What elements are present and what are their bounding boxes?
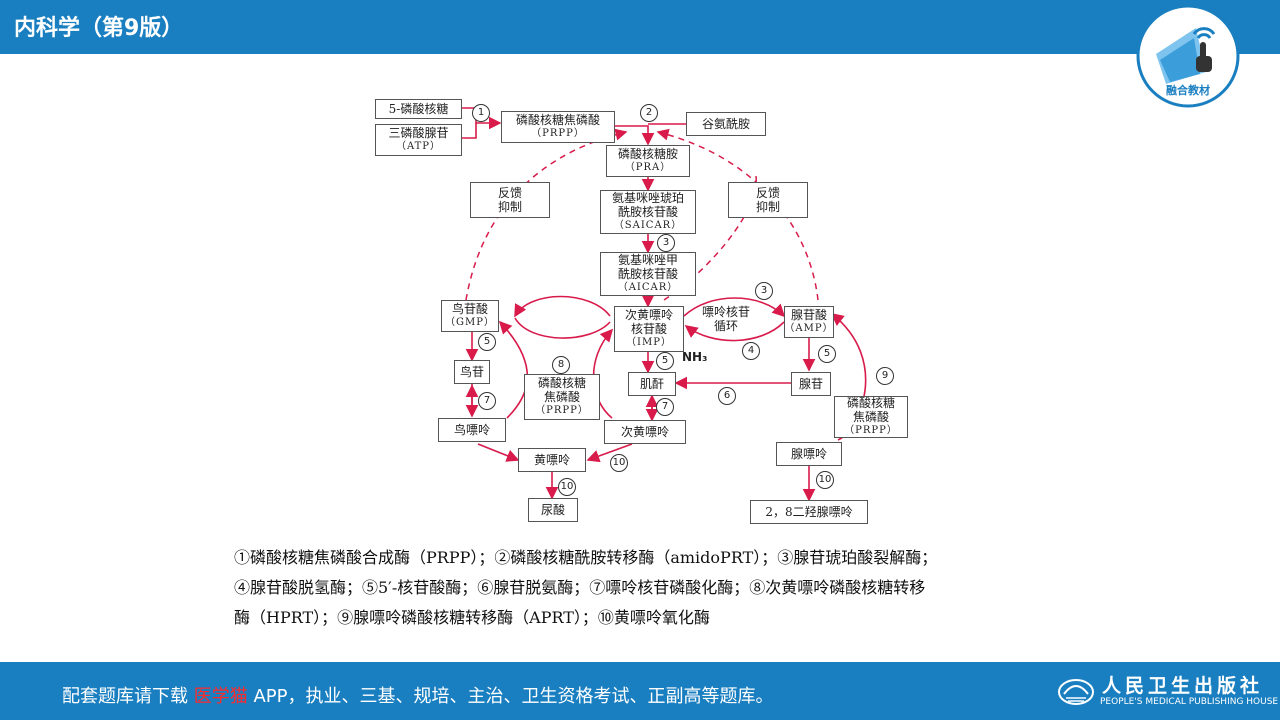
feedback-left-label-1: 反馈 [497, 186, 522, 200]
gmp-abbr: （GMP） [445, 317, 495, 328]
purine-nucleotide-cycle-label: 嘌呤核苷 循环 [702, 305, 750, 333]
enzyme-mark-3a: 3 [657, 234, 675, 252]
atp-abbr: （ATP） [395, 141, 442, 152]
aicar-label-1: 氨基咪唑甲 [617, 253, 678, 267]
cycle-label-2: 循环 [714, 319, 739, 333]
footer-text-after: APP，执业、三基、规培、主治、卫生资格考试、正副高等题库。 [247, 686, 774, 707]
feedback-right-label-2: 抑制 [755, 200, 780, 214]
adenosine-label: 腺苷 [798, 377, 823, 391]
guanine-box: 鸟嘌呤 [438, 418, 506, 442]
enzyme-mark-9: 9 [876, 367, 894, 385]
fusion-textbook-logo-icon: 融合教材 [1136, 4, 1240, 108]
atp-label: 三磷酸腺苷 [388, 126, 449, 140]
uric-acid-label: 尿酸 [540, 503, 565, 517]
prpp-right-label-1: 磷酸核糖 [846, 396, 895, 410]
adenosine-box: 腺苷 [791, 372, 831, 396]
feedback-inhibition-right-box: 反馈 抑制 [728, 182, 808, 218]
legend-line-2: ④腺苷酸脱氢酶；⑤5′-核苷酸酶；⑥腺苷脱氨酶；⑦嘌呤核苷磷酸化酶；⑧次黄嘌呤磷… [234, 578, 926, 597]
prpp-label: 磷酸核糖焦磷酸 [515, 113, 600, 127]
enzyme-mark-4: 4 [742, 342, 760, 360]
prpp-right-box: 磷酸核糖 焦磷酸 （PRPP） [834, 396, 908, 438]
gmp-box: 鸟苷酸 （GMP） [441, 300, 499, 332]
enzyme-legend: ①磷酸核糖焦磷酸合成酶（PRPP）；②磷酸核糖酰胺转移酶（amidoPRT）；③… [234, 543, 1054, 633]
glutamine-label: 谷氨酰胺 [701, 117, 750, 131]
saicar-box: 氨基咪唑琥珀 酰胺核苷酸 （SAICAR） [600, 190, 696, 234]
enzyme-mark-6: 6 [718, 387, 736, 405]
enzyme-mark-10b: 10 [558, 478, 576, 496]
publisher-name: 人民卫生出版社 [1102, 675, 1264, 697]
aicar-box: 氨基咪唑甲 酰胺核苷酸 （AICAR） [600, 252, 696, 296]
legend-line-1: ①磷酸核糖焦磷酸合成酶（PRPP）；②磷酸核糖酰胺转移酶（amidoPRT）；③… [234, 548, 938, 567]
hypoxanthine-label: 次黄嘌呤 [620, 425, 669, 439]
pra-label: 磷酸核糖胺 [617, 147, 678, 161]
amp-label: 腺苷酸 [790, 308, 827, 322]
cycle-label-1: 嘌呤核苷 [702, 305, 751, 319]
prpp-left-label-2: 焦磷酸 [543, 390, 580, 404]
amp-abbr: （AMP） [784, 323, 834, 334]
footer-text-before: 配套题库请下载 [62, 686, 194, 707]
hypoxanthine-box: 次黄嘌呤 [604, 420, 686, 444]
enzyme-mark-5a: 5 [478, 333, 496, 351]
header-bar: 内科学（第9版） [0, 0, 1280, 54]
footer-app-link[interactable]: 医学猫 [193, 686, 248, 707]
page-title: 内科学（第9版） [14, 16, 184, 41]
aicar-abbr: （AICAR） [617, 282, 679, 293]
imp-label-2: 核苷酸 [630, 322, 667, 336]
prpp-right-label-2: 焦磷酸 [852, 410, 889, 424]
publisher-name-en: PEOPLE'S MEDICAL PUBLISHING HOUSE [1100, 697, 1279, 707]
imp-label-1: 次黄嘌呤 [624, 308, 673, 322]
prpp-left-box: 磷酸核糖 焦磷酸 （PRPP） [524, 374, 600, 420]
enzyme-mark-7b: 7 [656, 398, 674, 416]
atp-box: 三磷酸腺苷 （ATP） [375, 124, 462, 156]
dihydroxyadenine-box: 2，8二羟腺嘌呤 [750, 500, 868, 524]
feedback-right-label-1: 反馈 [755, 186, 780, 200]
feedback-inhibition-left-box: 反馈 抑制 [470, 182, 550, 218]
inosine-label: 肌酐 [639, 377, 664, 391]
imp-box: 次黄嘌呤 核苷酸 （IMP） [614, 306, 684, 352]
legend-line-3: 酶（HPRT）；⑨腺嘌呤磷酸核糖转移酶（APRT）；⑩黄嘌呤氧化酶 [234, 608, 710, 627]
adenine-box: 腺嘌呤 [776, 442, 842, 466]
enzyme-mark-10c: 10 [816, 471, 834, 489]
inosine-box: 肌酐 [628, 372, 676, 396]
uric-acid-box: 尿酸 [528, 498, 578, 522]
enzyme-mark-10a: 10 [610, 454, 628, 472]
enzyme-mark-2: 2 [640, 104, 658, 122]
prpp-left-label-1: 磷酸核糖 [537, 376, 586, 390]
guanosine-box: 鸟苷 [454, 360, 490, 384]
saicar-label-1: 氨基咪唑琥珀 [611, 191, 684, 205]
enzyme-mark-5b: 5 [656, 352, 674, 370]
enzyme-mark-1: 1 [472, 104, 490, 122]
badge-text: 融合教材 [1166, 83, 1210, 97]
enzyme-mark-8: 8 [552, 356, 570, 374]
prpp-abbr: （PRPP） [531, 128, 585, 139]
guanine-label: 鸟嘌呤 [453, 423, 490, 437]
imp-abbr: （IMP） [626, 337, 672, 348]
dihydroxyadenine-label: 2，8二羟腺嘌呤 [765, 505, 853, 519]
gmp-label: 鸟苷酸 [451, 302, 488, 316]
enzyme-mark-3b: 3 [755, 282, 773, 300]
saicar-label-2: 酰胺核苷酸 [617, 205, 678, 219]
pra-box: 磷酸核糖胺 （PRA） [606, 145, 690, 177]
prpp-box: 磷酸核糖焦磷酸 （PRPP） [501, 111, 615, 143]
enzyme-mark-5c: 5 [818, 345, 836, 363]
enzyme-mark-7a: 7 [478, 392, 496, 410]
prpp-right-abbr: （PRPP） [844, 425, 898, 436]
feedback-left-label-2: 抑制 [497, 200, 522, 214]
saicar-abbr: （SAICAR） [613, 220, 683, 231]
adenine-label: 腺嘌呤 [790, 447, 827, 461]
pra-abbr: （PRA） [624, 162, 672, 173]
xanthine-label: 黄嘌呤 [533, 453, 570, 467]
xanthine-box: 黄嘌呤 [518, 448, 586, 472]
publisher-logo-icon [1058, 679, 1094, 705]
guanosine-label: 鸟苷 [459, 365, 484, 379]
footer-promo-text: 配套题库请下载 医学猫 APP，执业、三基、规培、主治、卫生资格考试、正副高等题… [62, 682, 773, 708]
aicar-label-2: 酰胺核苷酸 [617, 267, 678, 281]
ribose-5-phosphate-label: 5-磷酸核糖 [388, 102, 449, 116]
glutamine-box: 谷氨酰胺 [686, 112, 766, 136]
amp-box: 腺苷酸 （AMP） [784, 306, 834, 338]
ammonia-label: NH₃ [682, 350, 708, 364]
ribose-5-phosphate-box: 5-磷酸核糖 [375, 99, 462, 119]
prpp-left-abbr: （PRPP） [535, 405, 589, 416]
